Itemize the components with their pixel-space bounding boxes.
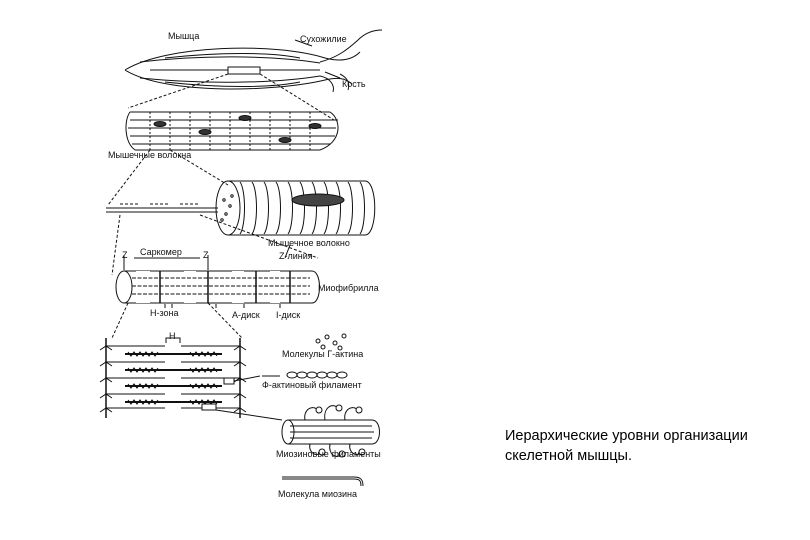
label-myosin-molecule: Молекула миозина bbox=[278, 489, 358, 499]
label-i-disk: I-диск bbox=[276, 310, 301, 320]
label-myofibril: Миофибрилла bbox=[318, 283, 379, 293]
label-h-zone: Н-зона bbox=[150, 308, 179, 318]
label-z-right: Z bbox=[203, 250, 209, 260]
myosin-molecule-illustration bbox=[282, 476, 364, 487]
muscle-fibers-illustration bbox=[107, 111, 339, 206]
label-muscle-fiber: Мышечное волокно bbox=[268, 238, 350, 248]
label-muscle: Мышца bbox=[168, 31, 200, 41]
figure-caption: Иерархические уровни организации скелетн… bbox=[505, 426, 805, 466]
label-sarcomere: Саркомер bbox=[140, 247, 182, 257]
label-h-mark: Н bbox=[169, 331, 176, 341]
label-z-left: Z bbox=[122, 250, 128, 260]
label-muscle-fibers: Мышечные волокна bbox=[108, 150, 192, 160]
label-z-line: Z-линия bbox=[279, 251, 313, 261]
myofibril-illustration bbox=[111, 255, 320, 339]
myosin-filaments-illustration bbox=[281, 404, 380, 458]
f-actin-illustration bbox=[262, 371, 348, 379]
g-actin-illustration bbox=[315, 333, 347, 351]
label-g-actin: Молекулы Г-актина bbox=[282, 349, 364, 359]
label-a-disk: А-диск bbox=[232, 310, 260, 320]
label-myosin-filaments: Миозиновые филаменты bbox=[276, 449, 381, 459]
sarcomere-filaments-illustration bbox=[99, 337, 283, 421]
muscle-fiber-illustration bbox=[106, 180, 376, 276]
label-f-actin: Ф-актиновый филамент bbox=[262, 380, 362, 390]
label-bone: Кость bbox=[342, 79, 366, 89]
caption-line-1: Иерархические уровни организации bbox=[505, 428, 748, 444]
caption-line-2: скелетной мышцы. bbox=[505, 448, 633, 464]
label-tendon: Сухожилие bbox=[300, 34, 347, 44]
